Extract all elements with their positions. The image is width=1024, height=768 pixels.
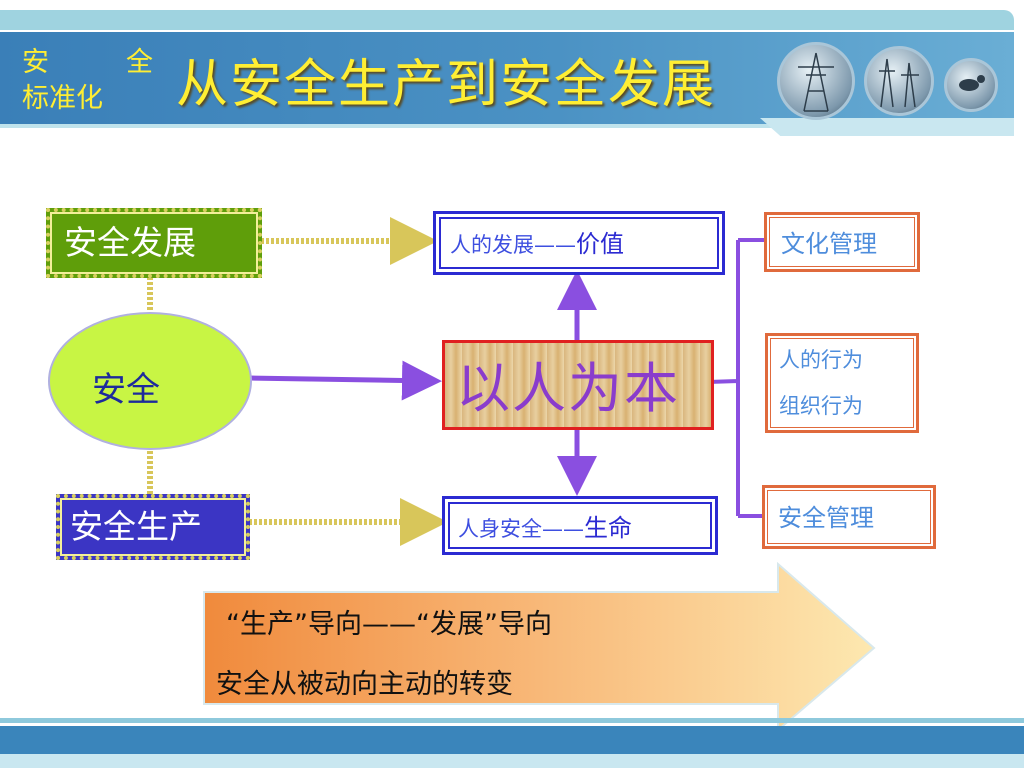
personal-safety-label: 人身安全—— bbox=[458, 517, 584, 541]
safety-to-core-arrow bbox=[249, 360, 442, 401]
power-tower-photo-icon bbox=[777, 42, 855, 120]
value-label: 价值 bbox=[576, 230, 624, 258]
human-development-box bbox=[433, 211, 725, 275]
human-behavior-label: 人的行为 bbox=[779, 348, 863, 372]
culture-management-box bbox=[764, 212, 920, 272]
culture-management-label: 文化管理 bbox=[781, 230, 877, 258]
personal-safety-box bbox=[442, 496, 718, 555]
core-to-management-bracket bbox=[707, 238, 764, 518]
footer-line bbox=[0, 718, 1024, 723]
footer-strip bbox=[0, 754, 1024, 768]
worker-photo-icon bbox=[944, 58, 998, 112]
people-oriented-box bbox=[442, 340, 714, 430]
power-lines-photo-icon bbox=[864, 46, 934, 116]
header-divider bbox=[0, 124, 1014, 128]
life-label: 生命 bbox=[584, 514, 632, 542]
organizational-behavior-label: 组织行为 bbox=[779, 394, 863, 418]
behavior-box bbox=[765, 333, 919, 433]
header-tab-decoration bbox=[760, 118, 1014, 136]
human-development-text: 人的发展——价值 bbox=[450, 224, 624, 259]
transition-arrow-banner bbox=[203, 562, 876, 732]
brand-label-bottom: 标准化 bbox=[22, 83, 103, 114]
passive-to-active-text: 安全从被动向主动的转变 bbox=[216, 669, 513, 700]
brand-label-top-right: 全 bbox=[126, 47, 153, 78]
page-title: 从安全生产到安全发展 bbox=[176, 55, 717, 115]
people-oriented-label: 以人为本 bbox=[456, 357, 680, 420]
human-development-label: 人的发展—— bbox=[450, 233, 576, 257]
header-top-strip bbox=[0, 10, 1014, 30]
safety-development-box: 安全发展 bbox=[46, 208, 262, 278]
brand-label-top-left: 安 bbox=[22, 47, 49, 78]
personal-safety-text: 人身安全——生命 bbox=[458, 508, 632, 543]
safety-management-box bbox=[762, 485, 936, 549]
safety-development-label: 安全发展 bbox=[64, 223, 196, 262]
safety-production-box: 安全生产 bbox=[56, 494, 250, 560]
safety-management-label: 安全管理 bbox=[778, 504, 874, 532]
safety-label: 安全 bbox=[92, 370, 160, 410]
footer-bar bbox=[0, 726, 1024, 754]
safety-ellipse bbox=[48, 312, 252, 450]
safety-production-label: 安全生产 bbox=[70, 507, 202, 546]
orientation-shift-text: “生产”导向——“发展”导向 bbox=[226, 609, 552, 640]
